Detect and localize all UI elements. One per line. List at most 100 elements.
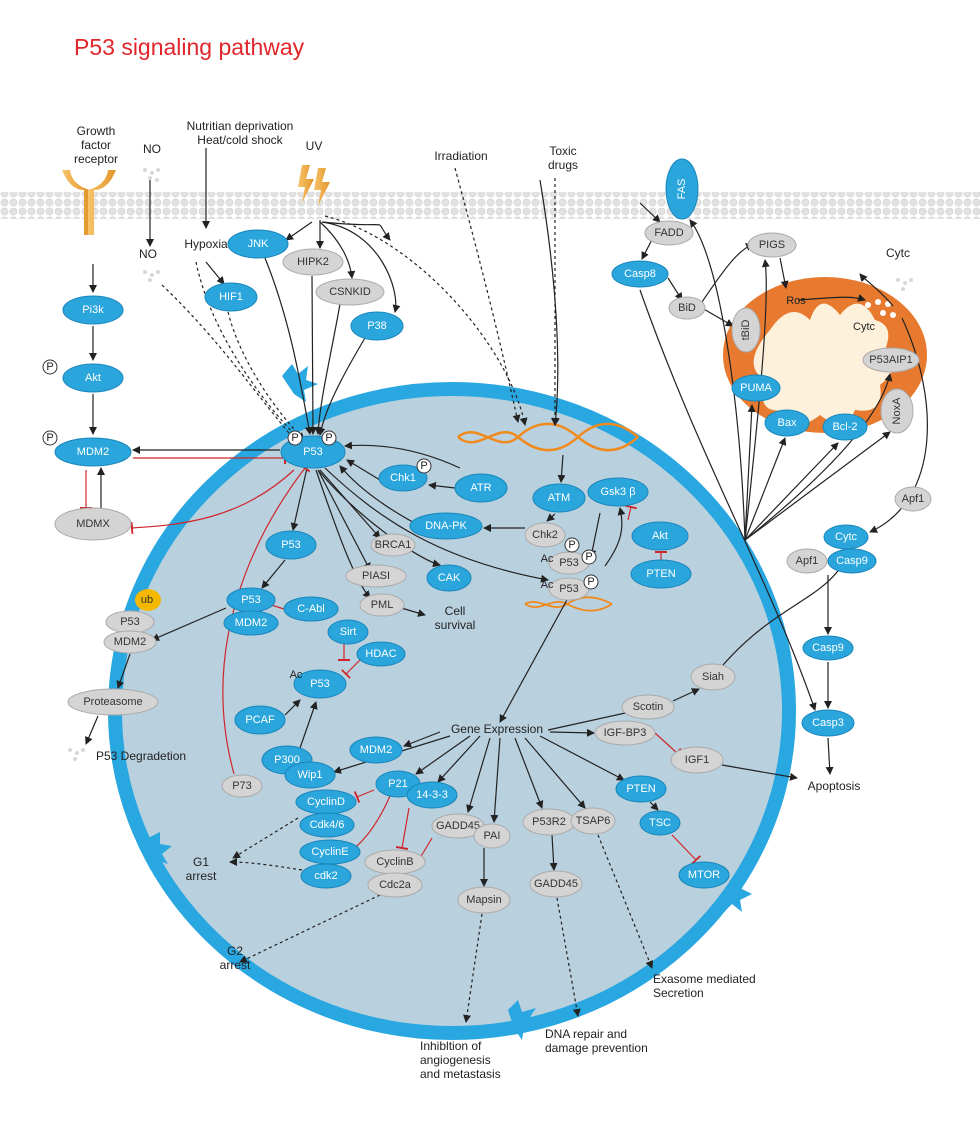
node-shape	[473, 823, 511, 849]
node-pigs[interactable]: PIGS	[747, 232, 797, 258]
node-p53-ac1[interactable]: P53	[548, 551, 590, 575]
node-shape	[227, 229, 289, 259]
node-casp9-b[interactable]: Casp9	[802, 635, 854, 661]
node-bcl2[interactable]: Bcl-2	[822, 413, 868, 441]
node-mdm2-b[interactable]: MDM2	[223, 610, 279, 636]
node-fas[interactable]: FAS	[665, 158, 699, 220]
node-mdm2-ub[interactable]: MDM2	[103, 630, 157, 654]
node-p53-b[interactable]: P53	[226, 587, 276, 613]
node-c-abl[interactable]: C-Abl	[283, 596, 339, 622]
node-bid[interactable]: BiD	[668, 296, 706, 320]
node-gadd45-b[interactable]: GADD45	[529, 870, 583, 898]
node-1433[interactable]: 14-3-3	[406, 781, 458, 809]
node-tbid[interactable]: tBiD	[731, 307, 761, 353]
node-shape	[426, 564, 472, 592]
node-hdac[interactable]: HDAC	[356, 641, 406, 667]
node-akt-left[interactable]: Akt	[62, 363, 124, 393]
node-cycline[interactable]: CyclinE	[299, 839, 361, 865]
node-siah[interactable]: Siah	[690, 663, 736, 691]
node-label: cdk2	[314, 870, 337, 882]
node-p73[interactable]: P73	[221, 774, 263, 798]
node-wip1[interactable]: Wip1	[284, 761, 336, 789]
node-label: TSC	[649, 817, 671, 829]
page-title: P53 signaling pathway	[74, 34, 305, 60]
node-atr[interactable]: ATR	[454, 473, 508, 503]
node-p53r2[interactable]: P53R2	[522, 808, 576, 836]
node-cytc[interactable]: Cytc	[823, 524, 869, 550]
edge-ar-60	[466, 737, 491, 813]
node-hif1[interactable]: HIF1	[204, 282, 258, 312]
node-shape	[409, 512, 483, 540]
node-gadd45-a[interactable]: GADD45	[431, 813, 485, 839]
node-hipk2[interactable]: HIPK2	[282, 248, 344, 276]
node-p53-a[interactable]: P53	[265, 530, 317, 560]
node-cdk2[interactable]: cdk2	[300, 863, 352, 889]
node-atm[interactable]: ATM	[532, 483, 586, 513]
node-p53-c[interactable]: P53	[293, 669, 347, 699]
node-label: HIPK2	[297, 256, 329, 268]
node-pten-nuc[interactable]: PTEN	[630, 559, 692, 589]
node-scotin[interactable]: Scotin	[621, 694, 675, 720]
node-igf-bp3[interactable]: IGF-BP3	[594, 720, 656, 746]
node-label: JNK	[248, 238, 269, 250]
node-pi3k[interactable]: Pi3k	[62, 295, 124, 325]
node-shape	[370, 533, 416, 557]
node-mdm2-c[interactable]: MDM2	[349, 736, 403, 764]
node-cyclinb[interactable]: CyclinB	[364, 849, 426, 875]
edge-dash-72	[229, 858, 303, 871]
node-gsk3b[interactable]: Gsk3 β	[587, 477, 649, 507]
edge-ar-33	[339, 465, 421, 527]
node-label: HIF1	[219, 291, 243, 303]
node-chk1[interactable]: Chk1	[378, 464, 428, 492]
edge-ar-23	[317, 337, 366, 436]
edge-ar-101	[869, 317, 928, 533]
node-proteasome[interactable]: Proteasome	[67, 688, 159, 716]
node-tsap6[interactable]: TSAP6	[570, 807, 616, 835]
node-fadd[interactable]: FADD	[644, 220, 694, 246]
edge-ar-45	[151, 607, 227, 641]
node-casp9-a[interactable]: Casp9	[827, 548, 877, 574]
node-p53-ac2[interactable]: P53	[548, 577, 590, 601]
node-pml[interactable]: PML	[359, 593, 405, 617]
node-apf1[interactable]: Apf1	[786, 548, 828, 574]
node-p53aip1[interactable]: P53AIP1	[862, 347, 920, 373]
node-akt-nuc[interactable]: Akt	[631, 521, 689, 551]
node-chk2[interactable]: Chk2	[524, 522, 566, 548]
node-dna-pk[interactable]: DNA-PK	[409, 512, 483, 540]
node-pai[interactable]: PAI	[473, 823, 511, 849]
edge-ar-21	[308, 275, 317, 435]
node-noxa[interactable]: NoxA	[880, 388, 914, 434]
node-igf1[interactable]: IGF1	[670, 746, 724, 774]
node-csnkid[interactable]: CSNKID	[315, 278, 385, 306]
node-p53-ub[interactable]: P53	[105, 610, 155, 634]
edge-ar-34	[588, 512, 601, 558]
node-apf1-top[interactable]: Apf1	[894, 486, 932, 512]
node-pten[interactable]: PTEN	[615, 775, 667, 803]
node-shape	[615, 775, 667, 803]
node-bax[interactable]: Bax	[764, 409, 810, 437]
node-p38[interactable]: P38	[350, 311, 404, 341]
node-sirt[interactable]: Sirt	[327, 619, 369, 645]
edge-dash-19	[324, 215, 528, 426]
node-piasi[interactable]: PIASI	[345, 564, 407, 588]
node-label: tBiD	[740, 320, 752, 341]
node-mapsin[interactable]: Mapsin	[457, 886, 511, 914]
node-cdc2a[interactable]: Cdc2a	[367, 872, 423, 898]
node-jnk[interactable]: JNK	[227, 229, 289, 259]
node-mtor[interactable]: MTOR	[678, 861, 730, 889]
node-puma[interactable]: PUMA	[731, 374, 781, 402]
node-pcaf[interactable]: PCAF	[234, 705, 286, 735]
node-tsc[interactable]: TSC	[639, 810, 681, 836]
node-cyclind[interactable]: CyclinD	[295, 789, 357, 815]
uv-lightning-icon	[298, 165, 330, 206]
node-mdm2-left[interactable]: MDM2	[54, 437, 132, 467]
node-cak[interactable]: CAK	[426, 564, 472, 592]
node-casp8[interactable]: Casp8	[611, 260, 669, 288]
edge-ar-56	[403, 731, 441, 748]
node-cdk46[interactable]: Cdk4/6	[299, 812, 355, 838]
node-brca1[interactable]: BRCA1	[370, 533, 416, 557]
node-casp3[interactable]: Casp3	[801, 709, 855, 737]
node-mdmx[interactable]: MDMX	[54, 507, 132, 541]
